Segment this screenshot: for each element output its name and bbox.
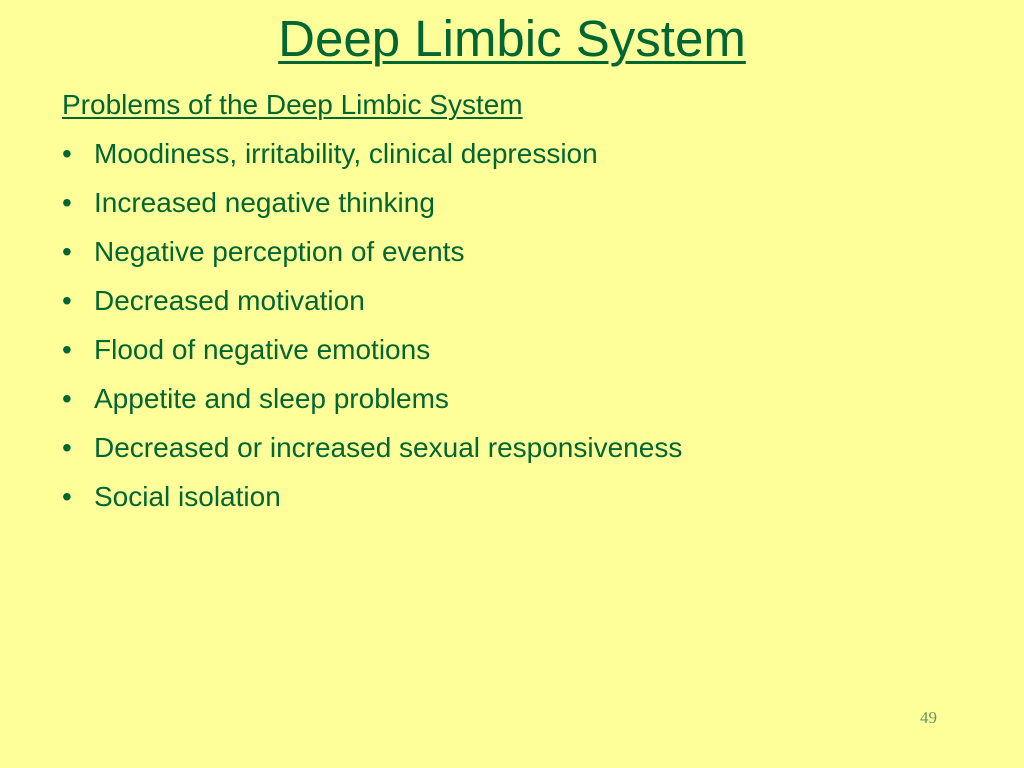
bullet-icon: • <box>62 187 72 218</box>
bullet-list: • Moodiness, irritability, clinical depre… <box>62 132 682 524</box>
bullet-text: Social isolation <box>94 481 281 512</box>
bullet-text: Decreased or increased sexual responsive… <box>94 432 683 463</box>
list-item: • Negative perception of events <box>62 230 682 279</box>
bullet-text: Appetite and sleep problems <box>94 383 449 414</box>
list-item: • Increased negative thinking <box>62 181 682 230</box>
bullet-text: Decreased motivation <box>94 285 365 316</box>
bullet-text: Flood of negative emotions <box>94 334 431 365</box>
bullet-icon: • <box>62 334 72 365</box>
bullet-icon: • <box>62 432 72 463</box>
list-item: • Appetite and sleep problems <box>62 377 682 426</box>
bullet-icon: • <box>62 481 72 512</box>
page-number: 49 <box>920 708 937 727</box>
list-item: • Flood of negative emotions <box>62 328 682 377</box>
bullet-text: Moodiness, irritability, clinical depres… <box>94 138 598 169</box>
list-item: • Decreased or increased sexual responsiv… <box>62 426 682 475</box>
bullet-icon: • <box>62 383 72 414</box>
bullet-text: Increased negative thinking <box>94 187 435 218</box>
list-item: • Moodiness, irritability, clinical depre… <box>62 132 682 181</box>
bullet-icon: • <box>62 285 72 316</box>
bullet-icon: • <box>62 236 72 267</box>
bullet-text: Negative perception of events <box>94 236 465 267</box>
list-item: • Decreased motivation <box>62 279 682 328</box>
slide-title: Deep Limbic System <box>278 10 746 67</box>
list-item: • Social isolation <box>62 475 682 524</box>
bullet-icon: • <box>62 138 72 169</box>
slide-subtitle: Problems of the Deep Limbic System <box>62 89 523 120</box>
